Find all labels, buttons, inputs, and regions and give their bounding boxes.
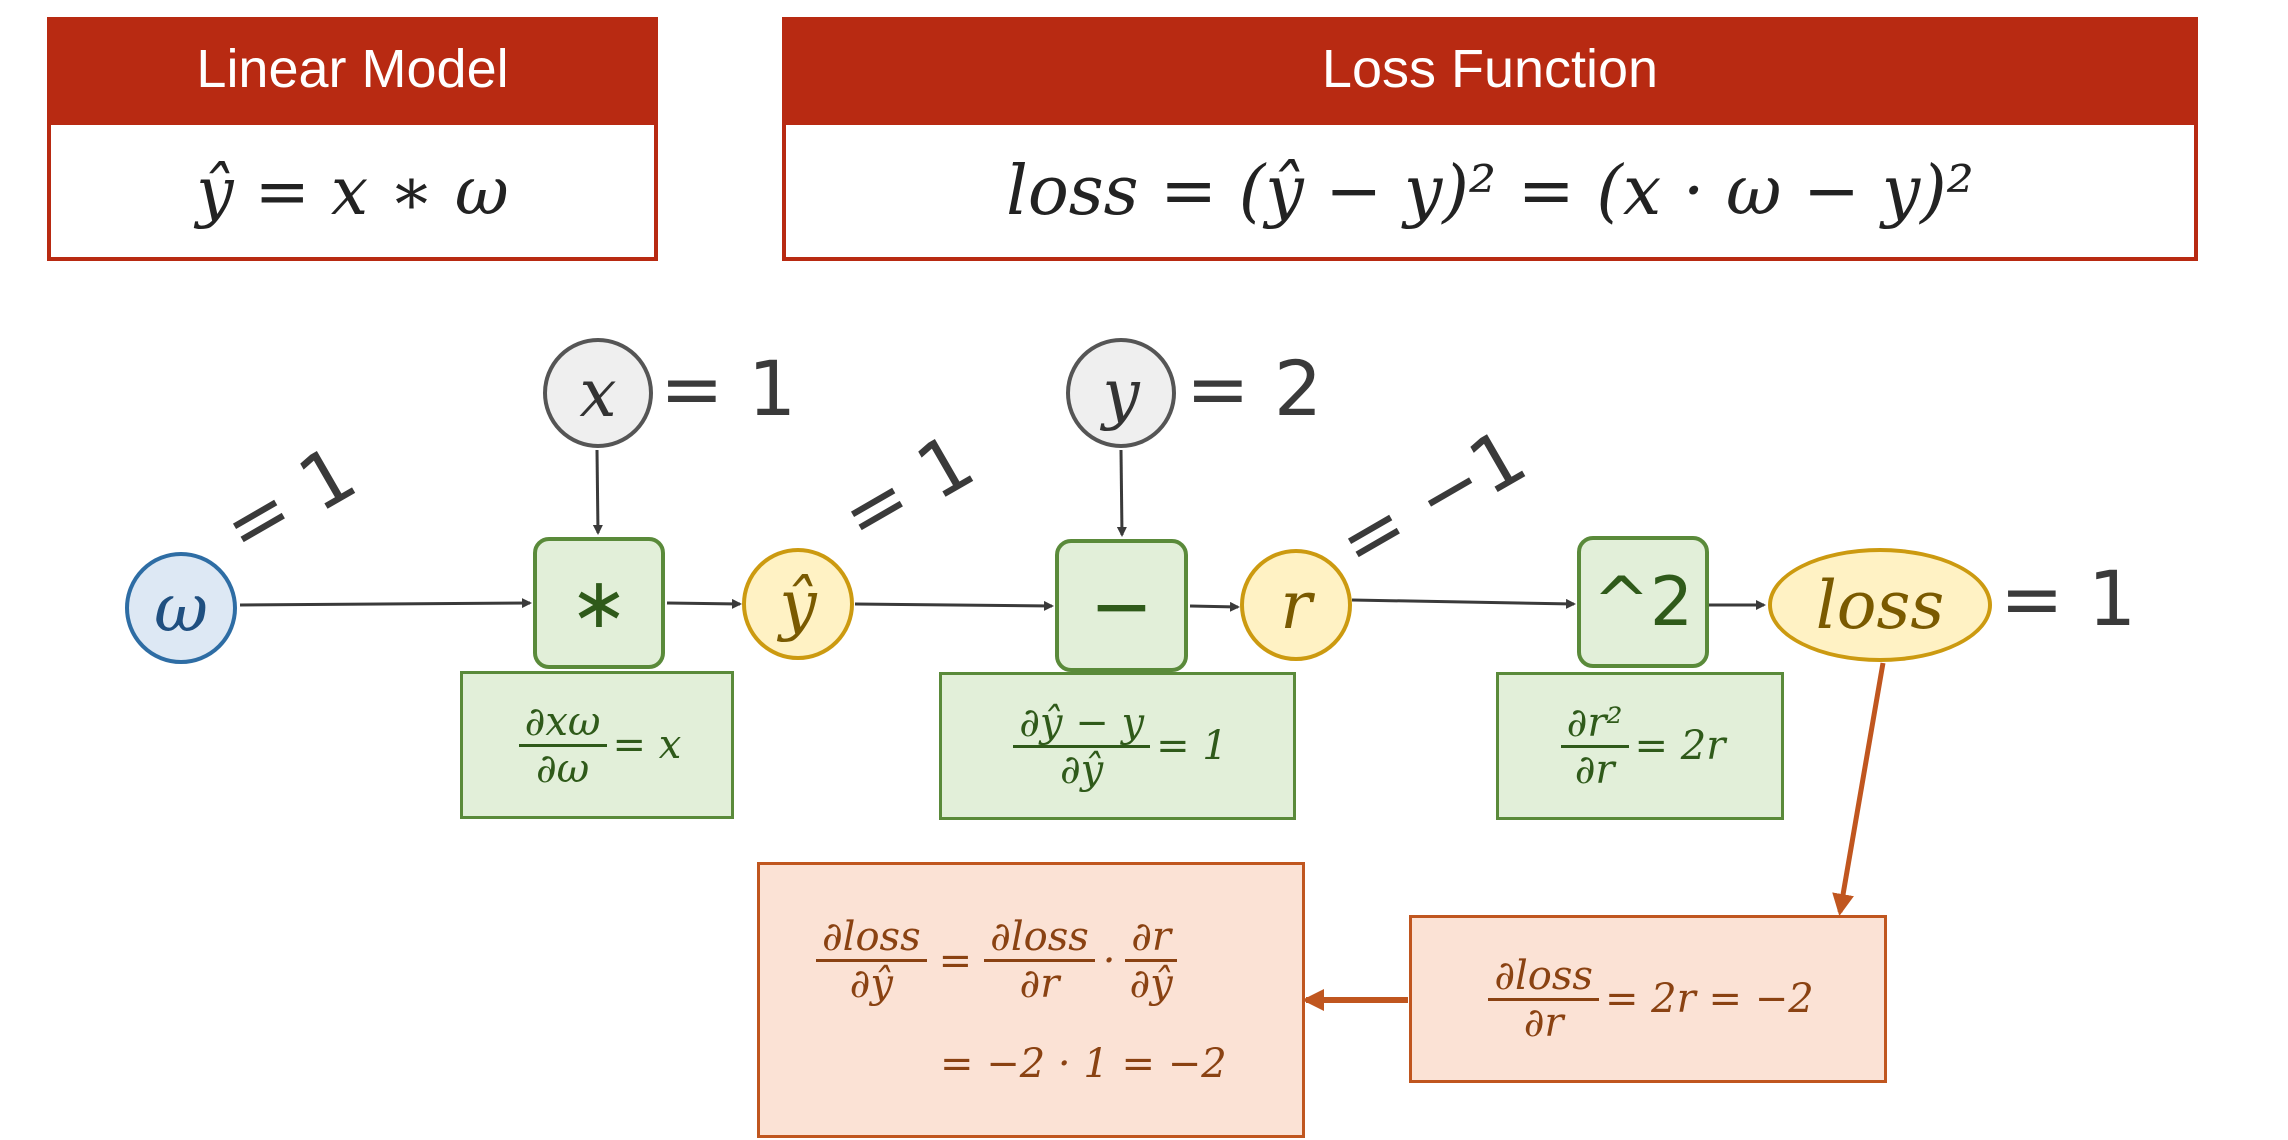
chain-rule-line2: = −2 · 1 = −2 [940,1041,1227,1087]
y-node: y [1066,338,1176,448]
chain-lhs-num: ∂loss [816,915,927,962]
edge-omega-mul [239,598,532,609]
chain-rule-line1: ∂loss∂ŷ = ∂loss∂r · ∂r∂ŷ [810,915,1185,1006]
edge-x-mul [592,449,603,535]
chain-rule-box: ∂loss∂ŷ = ∂loss∂r · ∂r∂ŷ = −2 · 1 = −2 [757,862,1305,1138]
edge-mul-yhat [666,598,742,609]
chain-b-num: ∂r [1125,915,1178,962]
minus-gradient-box: ∂ŷ − y∂ŷ = 1 [939,672,1296,820]
minus-gradient-num: ∂ŷ − y [1013,701,1151,748]
chain-a-den: ∂r [1019,961,1060,1007]
chain-dot: · [1102,937,1116,984]
square-gradient-box: ∂r²∂r = 2r [1496,672,1784,820]
loss-function-formula: loss = (ŷ − y)² = (x · ω − y)² [782,121,2198,261]
mul-gradient-box: ∂xω∂ω = x [460,671,734,819]
edge-minus-r [1189,601,1240,612]
loss-node: loss [1768,548,1992,662]
dloss-dr-den: ∂r [1523,999,1564,1046]
chain-eq: = [938,937,973,984]
linear-model-header: Linear Model [47,17,658,121]
omega-node: ω [125,552,237,664]
yhat-node: ŷ [742,548,854,660]
loss-value: = 1 [2000,554,2137,643]
mul-gradient-rhs: = x [612,722,682,768]
mul-gradient-den: ∂ω [535,745,590,792]
edge-y-minus [1116,449,1127,537]
chain-b-den: ∂ŷ [1129,961,1173,1007]
edge-loss-backprop [1832,662,1886,916]
square-gradient-rhs: = 2r [1634,723,1726,769]
minus-gradient-rhs: = 1 [1156,723,1228,769]
x-node: x [543,338,653,448]
linear-model-formula: ŷ = x ∗ ω [47,121,658,261]
x-value: = 1 [660,344,797,433]
subtract-op-node: − [1055,539,1188,672]
square-op-node: ^2 [1577,536,1709,668]
square-gradient-num: ∂r² [1560,701,1629,748]
dloss-dr-box: ∂loss∂r = 2r = −2 [1409,915,1887,1083]
square-gradient-den: ∂r [1574,746,1615,793]
chain-lhs-den: ∂ŷ [849,961,893,1007]
y-value: = 2 [1186,344,1323,433]
dloss-dr-rhs: = 2r = −2 [1604,976,1814,1022]
r-node: r [1240,549,1352,661]
mul-gradient-num: ∂xω [518,700,607,747]
chain-a-num: ∂loss [984,915,1095,962]
multiply-op-node: ∗ [533,537,665,669]
minus-gradient-den: ∂ŷ [1060,746,1104,793]
loss-function-header: Loss Function [782,17,2198,121]
edge-yhat-minus [854,600,1054,611]
edge-r-square [1351,598,1576,609]
dloss-dr-num: ∂loss [1488,954,1599,1001]
